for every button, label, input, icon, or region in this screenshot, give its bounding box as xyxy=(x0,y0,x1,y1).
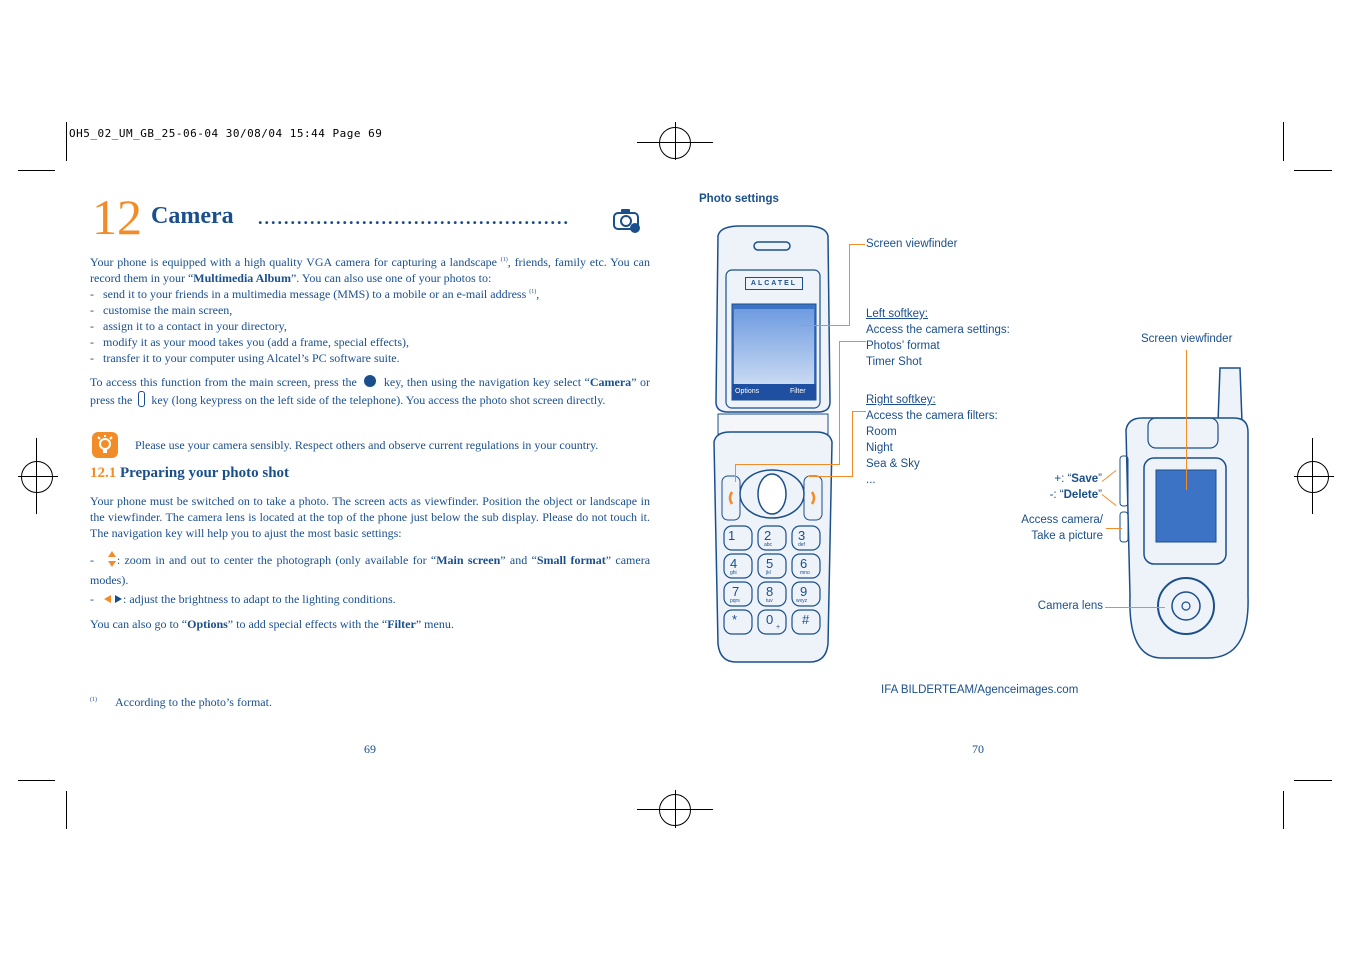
registration-line xyxy=(1294,476,1334,477)
key-hash: # xyxy=(802,612,810,627)
section-paragraph: Your phone must be switched on to take a… xyxy=(90,494,650,540)
photo-settings-heading: Photo settings xyxy=(699,193,779,205)
crop-mark xyxy=(66,122,67,161)
list-item: - customise the main screen, xyxy=(90,303,233,317)
options-paragraph: You can also go to “Options” to add spec… xyxy=(90,617,454,631)
left-softkey-callout: Left softkey: Access the camera settings… xyxy=(866,308,1010,368)
brightness-instruction: - : adjust the brightness to adapt to th… xyxy=(90,592,396,608)
lion-photo xyxy=(734,309,814,384)
save-delete-callout: +: “Save” -: “Delete” xyxy=(1049,473,1102,501)
registration-line xyxy=(36,438,37,514)
phone-brand-label: ALCATEL xyxy=(745,277,803,290)
callout-line xyxy=(1106,528,1122,529)
photo-credit: IFA BILDERTEAM/Agenceimages.com xyxy=(881,684,1079,696)
intro-bullet-list: - send it to your friends in a multimedi… xyxy=(90,284,650,366)
list-item: - send it to your friends in a multimedi… xyxy=(90,287,540,301)
registration-line xyxy=(675,122,676,160)
crop-mark xyxy=(1283,122,1284,161)
access-paragraph: To access this function from the main sc… xyxy=(90,375,651,407)
callout-line xyxy=(1105,607,1165,608)
crop-mark xyxy=(1283,791,1284,829)
key-5: 5 xyxy=(766,556,774,571)
note-text: Please use your camera sensibly. Respect… xyxy=(135,438,599,452)
key-9: 9 xyxy=(800,584,808,599)
key-8-letters: tuv xyxy=(766,598,773,604)
zoom-instruction: - : zoom in and out to center the photog… xyxy=(90,550,650,588)
key-8: 8 xyxy=(766,584,774,599)
viewfinder2-callout: Screen viewfinder xyxy=(1141,333,1233,345)
chapter-title: Camera xyxy=(151,203,234,229)
key-9-letters: wxyz xyxy=(796,598,808,604)
registration-line xyxy=(18,476,58,477)
key-7-letters: pqrs xyxy=(730,598,740,604)
key-6: 6 xyxy=(800,556,808,571)
access-camera-callout: Access camera/ Take a picture xyxy=(1021,514,1103,542)
callout-line xyxy=(735,464,840,465)
key-star: * xyxy=(732,612,738,627)
camera-lens-callout: Camera lens xyxy=(1037,600,1103,612)
callout-line xyxy=(839,341,866,342)
key-3: 3 xyxy=(798,528,806,543)
chapter-number: 12 xyxy=(92,189,142,245)
callout-line xyxy=(1101,494,1117,506)
right-softkey-callout: Right softkey: Access the camera filters… xyxy=(866,394,998,486)
callout-line xyxy=(800,325,850,326)
key-3-letters: def xyxy=(798,542,805,548)
key-0-letters: + xyxy=(776,624,781,631)
up-down-arrow-icon xyxy=(107,550,117,572)
registration-line xyxy=(1312,438,1313,514)
callout-line xyxy=(1101,470,1117,482)
screen-softkey-right: Filter xyxy=(790,388,806,395)
crop-mark xyxy=(1294,780,1332,781)
page-number-right: 70 xyxy=(972,742,984,756)
key-4-letters: ghi xyxy=(730,570,737,576)
side-key-icon xyxy=(138,391,146,407)
callout-line xyxy=(852,411,866,412)
open-phone-illustration xyxy=(713,225,833,663)
callout-line xyxy=(735,464,736,482)
key-7: 7 xyxy=(732,584,740,599)
callout-line xyxy=(839,341,840,465)
key-0: 0 xyxy=(766,612,774,627)
key-2-letters: abc xyxy=(764,542,773,548)
closed-phone-illustration xyxy=(1119,367,1249,659)
registration-mark xyxy=(1297,461,1329,493)
page-number-left: 69 xyxy=(364,742,376,756)
print-slug: OH5_02_UM_GB_25-06-04 30/08/04 15:44 Pag… xyxy=(69,127,383,140)
crop-mark xyxy=(18,170,55,171)
intro-paragraph: Your phone is equipped with a high quali… xyxy=(90,255,651,285)
viewfinder-callout: Screen viewfinder xyxy=(866,238,958,250)
key-6-letters: mno xyxy=(800,570,810,576)
chapter-leader-dots: ........................................… xyxy=(258,208,570,228)
footnote: (1) According to the photo’s format. xyxy=(90,695,272,709)
callout-line xyxy=(849,244,850,326)
crop-mark xyxy=(18,780,55,781)
section-heading: 12.1 Preparing your photo shot xyxy=(90,465,290,481)
callout-line xyxy=(1186,350,1187,490)
screen-softkey-left: Options xyxy=(735,388,760,395)
tip-icon xyxy=(92,432,118,458)
list-item: - assign it to a contact in your directo… xyxy=(90,319,287,333)
crop-mark xyxy=(66,791,67,829)
registration-mark xyxy=(21,461,53,493)
key-5-letters: jkl xyxy=(766,570,771,576)
key-2: 2 xyxy=(764,528,772,543)
list-item: - transfer it to your computer using Alc… xyxy=(90,351,400,365)
key-4: 4 xyxy=(730,556,738,571)
left-right-arrow-icon xyxy=(103,592,123,608)
registration-line xyxy=(675,790,676,828)
camera-icon xyxy=(613,209,640,233)
crop-mark xyxy=(1294,170,1332,171)
menu-key-icon xyxy=(364,375,377,387)
callout-line xyxy=(852,411,853,477)
callout-line xyxy=(849,244,865,245)
key-1: 1 xyxy=(728,528,736,543)
callout-line xyxy=(808,476,853,477)
list-item: - modify it as your mood takes you (add … xyxy=(90,335,410,349)
